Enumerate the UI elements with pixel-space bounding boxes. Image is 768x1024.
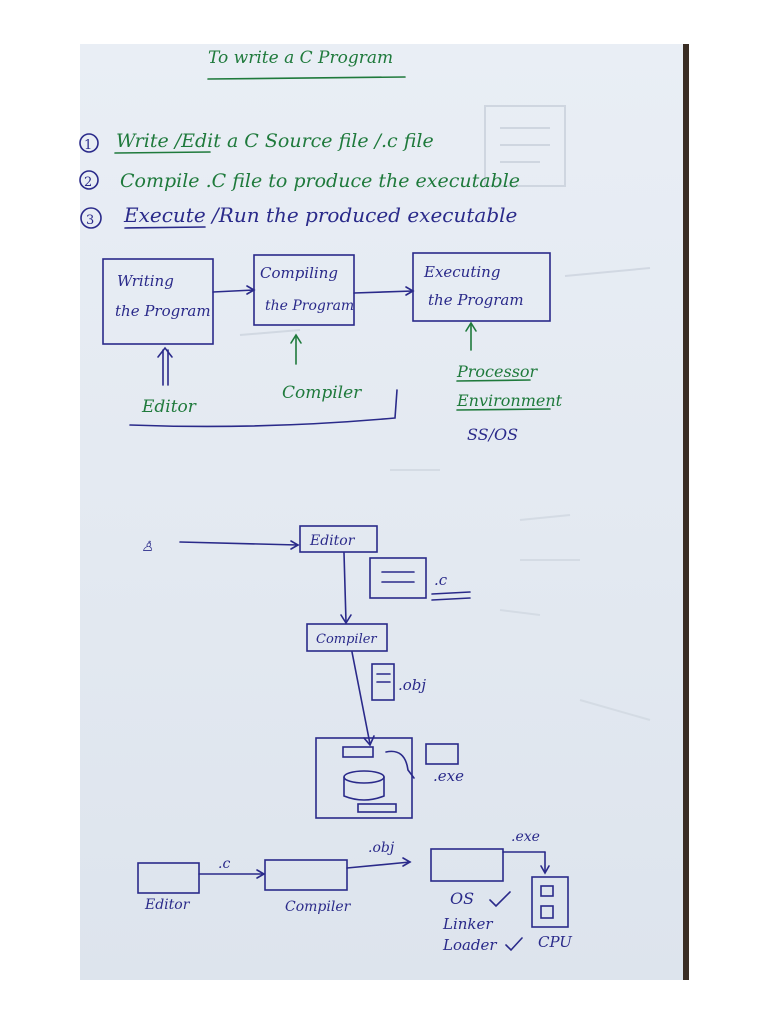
arrow-1 bbox=[212, 289, 255, 293]
processor-underline bbox=[456, 379, 531, 382]
compiler-to-exe bbox=[351, 651, 371, 745]
exe-container bbox=[315, 737, 413, 819]
steps-list: 1 Write /Edit a C Source file /.c file 2… bbox=[79, 130, 520, 229]
compiler-box bbox=[306, 623, 388, 652]
tool-environment: Environment bbox=[456, 391, 563, 410]
bottom-editor-box bbox=[137, 862, 200, 894]
compiler-arrow-head bbox=[290, 333, 302, 344]
executing-box-line2: the Program bbox=[428, 291, 524, 309]
executing-box-line1: Executing bbox=[423, 263, 500, 281]
bottom-flow: Editor .c Compiler .obj .exe OS Linker L… bbox=[137, 829, 573, 954]
exe-curve bbox=[385, 750, 415, 779]
compiling-box-line2: the Program bbox=[265, 298, 354, 314]
bottom-exe-box bbox=[430, 848, 504, 882]
bottom-compiler-box bbox=[264, 859, 348, 891]
step-3-text: Execute /Run the produced executable bbox=[123, 203, 517, 227]
editor-box bbox=[299, 525, 378, 553]
exe-cylinder bbox=[343, 776, 385, 801]
step-2-circle bbox=[79, 170, 99, 190]
cpu-box bbox=[531, 876, 569, 928]
c-ext-underline-1 bbox=[431, 591, 471, 595]
compiler-to-exe-head bbox=[363, 735, 375, 747]
bottom-os: OS bbox=[450, 889, 474, 908]
bottom-loader: Loader bbox=[442, 936, 497, 954]
input-arrow-head bbox=[290, 540, 300, 550]
c-ext-underline-2 bbox=[431, 597, 471, 601]
bottom-arrow-2-head bbox=[402, 857, 412, 867]
c-file-icon bbox=[369, 557, 427, 599]
cpu-label: CPU bbox=[538, 933, 573, 951]
bottom-editor-label: Editor bbox=[144, 897, 191, 913]
step-1-circle bbox=[79, 133, 99, 153]
bottom-compiler-label: Compiler bbox=[285, 899, 352, 915]
environment-underline bbox=[456, 408, 551, 411]
paper-sheet bbox=[80, 44, 688, 980]
bracket-stroke bbox=[129, 389, 398, 428]
check-icon bbox=[489, 891, 511, 908]
step-1-number: 1 bbox=[84, 138, 92, 153]
step-1-text: Write /Edit a C Source file /.c file bbox=[116, 130, 434, 152]
executing-box bbox=[412, 252, 551, 322]
cpu-inner-top bbox=[540, 885, 554, 897]
step-3-circle bbox=[80, 207, 102, 229]
bleed-through bbox=[239, 105, 651, 721]
exe-inner-top bbox=[342, 746, 374, 758]
compiling-box bbox=[253, 254, 355, 326]
bottom-obj-label: .obj bbox=[368, 840, 395, 856]
cpu-inner-bottom bbox=[540, 905, 554, 919]
step-3-number: 3 bbox=[86, 213, 94, 228]
exe-cylinder-top bbox=[343, 770, 385, 784]
tool-os: SS/OS bbox=[467, 425, 518, 444]
step-2-number: 2 bbox=[84, 175, 92, 190]
compiler-box-label: Compiler bbox=[316, 632, 377, 647]
tool-editor: Editor bbox=[141, 397, 197, 417]
editor-to-compiler-head bbox=[340, 614, 352, 625]
bottom-arrow-1-head bbox=[256, 869, 266, 879]
processor-arrow-head bbox=[465, 321, 477, 332]
bottom-c-label: .c bbox=[218, 856, 230, 872]
tool-processor: Processor bbox=[456, 362, 539, 381]
writing-box-line1: Writing bbox=[117, 272, 174, 290]
page-edge bbox=[683, 44, 689, 980]
exe-inner-bottom bbox=[357, 803, 397, 813]
flow-diagram: Writing the Program Compiling the Progra… bbox=[102, 252, 563, 444]
exe-extension: .exe bbox=[433, 767, 464, 785]
pipeline-diagram: ♙ Editor .c Compiler .obj .exe bbox=[141, 525, 471, 819]
c-extension: .c bbox=[434, 571, 448, 589]
step-2-text: Compile .C file to produce the executabl… bbox=[120, 170, 520, 192]
compiling-box-line1: Compiling bbox=[260, 264, 338, 282]
editor-to-compiler bbox=[343, 552, 347, 623]
editor-arrow-head bbox=[157, 346, 173, 358]
writing-box bbox=[102, 258, 214, 345]
input-arrow bbox=[179, 541, 299, 546]
exe-side-box bbox=[425, 743, 459, 765]
tool-compiler: Compiler bbox=[282, 383, 362, 403]
editor-box-label: Editor bbox=[309, 533, 356, 549]
step-1-underline bbox=[114, 151, 211, 154]
page-title: To write a C Program bbox=[208, 48, 393, 68]
arrow-2 bbox=[353, 290, 414, 294]
title-underline bbox=[207, 76, 406, 80]
bottom-exe-label: .exe bbox=[511, 829, 540, 845]
bottom-linker: Linker bbox=[442, 915, 493, 933]
bottom-arrow-3-head bbox=[540, 865, 550, 875]
writing-box-line2: the Program bbox=[115, 302, 211, 320]
obj-file-icon bbox=[371, 663, 395, 701]
person-glyph: ♙ bbox=[141, 539, 154, 555]
bottom-arrow-2 bbox=[346, 861, 411, 869]
check-icon bbox=[505, 937, 523, 952]
step-3-underline bbox=[124, 226, 206, 229]
obj-extension: .obj bbox=[398, 676, 426, 694]
